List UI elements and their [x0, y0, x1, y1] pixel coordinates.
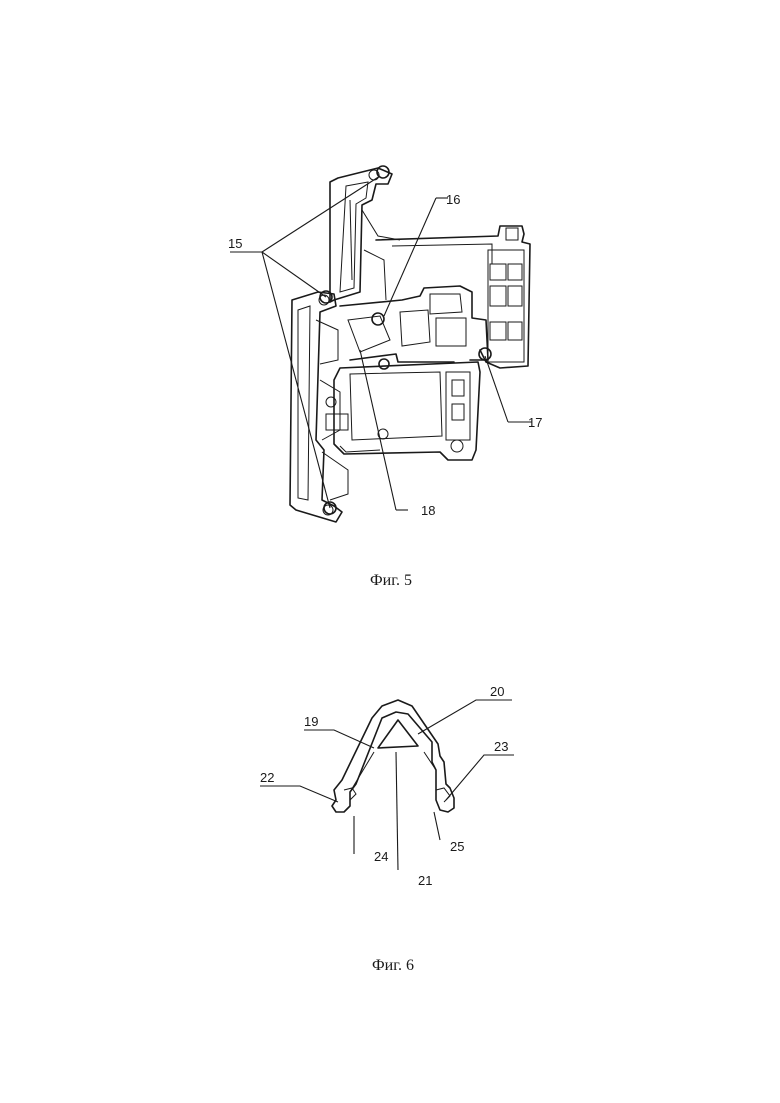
label-21: 21 — [418, 873, 432, 888]
upper-sash-profile — [330, 168, 400, 302]
gaskets — [320, 166, 491, 514]
label-22: 22 — [260, 770, 274, 785]
figure-5-caption: Фиг. 5 — [370, 572, 412, 589]
label-18: 18 — [421, 503, 435, 518]
outer-sash-frame — [290, 292, 348, 522]
figure-6: 19 20 21 22 23 24 25 Фиг. 6 — [260, 684, 514, 974]
label-20: 20 — [490, 684, 504, 699]
label-24: 24 — [374, 849, 388, 864]
middle-profile — [340, 286, 488, 362]
fig6-leaders — [260, 700, 514, 870]
label-23: 23 — [494, 739, 508, 754]
gasket-profile — [332, 700, 454, 812]
label-25: 25 — [450, 839, 464, 854]
figure-5: 15 16 17 18 Фиг. 5 — [228, 166, 542, 589]
figure-6-caption: Фиг. 6 — [372, 957, 414, 974]
label-17: 17 — [528, 415, 542, 430]
main-frame-profile — [376, 226, 530, 368]
label-16: 16 — [446, 192, 460, 207]
lower-frame-profile — [326, 362, 480, 460]
label-15: 15 — [228, 236, 242, 251]
label-19: 19 — [304, 714, 318, 729]
